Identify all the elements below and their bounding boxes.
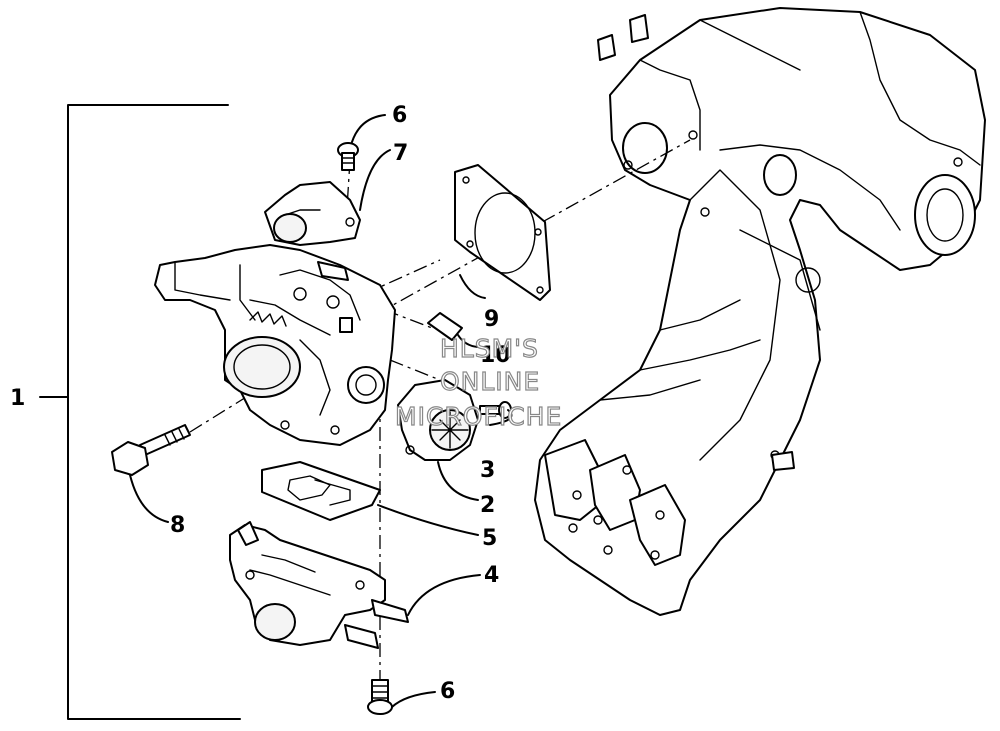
callout-2: 2: [480, 493, 495, 518]
assembly-bracket: [39, 104, 241, 720]
watermark-line-3: MICROFICHE: [395, 402, 562, 431]
callout-6-top: 6: [392, 103, 407, 128]
leader-lines: [129, 114, 513, 708]
callout-5: 5: [482, 526, 497, 551]
screw-top: [337, 142, 359, 171]
position-sensor: [397, 379, 479, 461]
screw-bottom: [367, 679, 393, 715]
callout-numbers: 1 2 3 4 5 6 6 7 8 9 10: [10, 103, 511, 704]
gasket-upper: [454, 164, 551, 301]
callout-4: 4: [484, 563, 499, 588]
throttle-body: [154, 244, 396, 446]
intake-manifold: [534, 7, 986, 616]
gasket-lower: [261, 461, 381, 521]
watermark-line-2: ONLINE: [440, 367, 540, 396]
callout-9: 9: [484, 307, 499, 332]
sleeve: [427, 312, 463, 341]
callout-10: 10: [480, 343, 511, 368]
callout-8: 8: [170, 513, 185, 538]
watermark-line-1: HLSM'S: [440, 334, 539, 363]
callout-7: 7: [393, 141, 408, 166]
callout-1: 1: [10, 386, 25, 411]
tps-housing: [264, 181, 361, 246]
idle-air-control-body: [229, 521, 409, 649]
callout-6-bottom: 6: [440, 679, 455, 704]
screw-sensor: [479, 401, 512, 419]
watermark: HLSM'S ONLINE MICROFICHE: [394, 333, 562, 431]
bolt-long: [111, 424, 191, 476]
callout-3: 3: [480, 458, 495, 483]
